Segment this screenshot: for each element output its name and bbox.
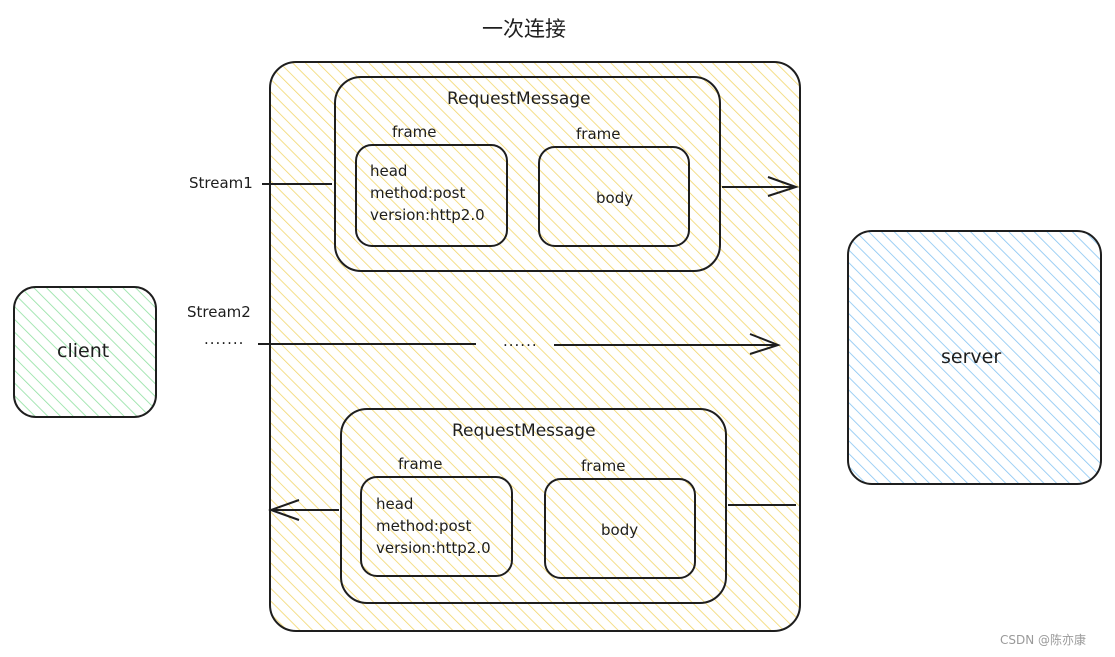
request-message-box-1: [334, 76, 721, 272]
body-frame-box-1: [538, 146, 690, 247]
head-frame-label-2: frame: [398, 455, 443, 473]
head-line: version:http2.0: [376, 539, 491, 557]
head-frame-content-2: head method:post version:http2.0: [376, 493, 491, 559]
head-line: method:post: [370, 184, 466, 202]
watermark: CSDN @陈亦康: [1000, 633, 1087, 647]
head-line: version:http2.0: [370, 206, 485, 224]
stream1-label: Stream1: [189, 174, 253, 192]
head-line: head: [370, 162, 408, 180]
head-line: method:post: [376, 517, 472, 535]
client-box: [13, 286, 157, 418]
arrow-message2-out: [268, 499, 339, 521]
head-frame-box-1: [355, 144, 508, 247]
head-line: head: [376, 495, 414, 513]
body-frame-box-2: [544, 478, 696, 579]
stream2-ellipsis-mid: ......: [503, 332, 538, 350]
stream2-ellipsis-left: .......: [204, 330, 245, 348]
connection-box: [269, 61, 801, 632]
head-frame-label-1: frame: [392, 123, 437, 141]
body-frame-content-1: body: [596, 189, 634, 207]
request-message-label-1: RequestMessage: [447, 89, 591, 109]
head-frame-box-2: [360, 476, 513, 577]
body-frame-label-1: frame: [576, 125, 621, 143]
request-message-label-2: RequestMessage: [452, 421, 596, 441]
page-title: 一次连接: [482, 17, 566, 41]
client-label: client: [57, 340, 110, 362]
body-frame-content-2: body: [601, 521, 639, 539]
arrow-stream2: [258, 333, 781, 355]
head-frame-content-1: head method:post version:http2.0: [370, 160, 485, 226]
server-label: server: [941, 346, 1002, 368]
stream2-label: Stream2: [187, 303, 251, 321]
arrow-message1-out: [722, 176, 800, 197]
server-box: [847, 230, 1102, 485]
body-frame-label-2: frame: [581, 457, 626, 475]
request-message-box-2: [340, 408, 727, 604]
